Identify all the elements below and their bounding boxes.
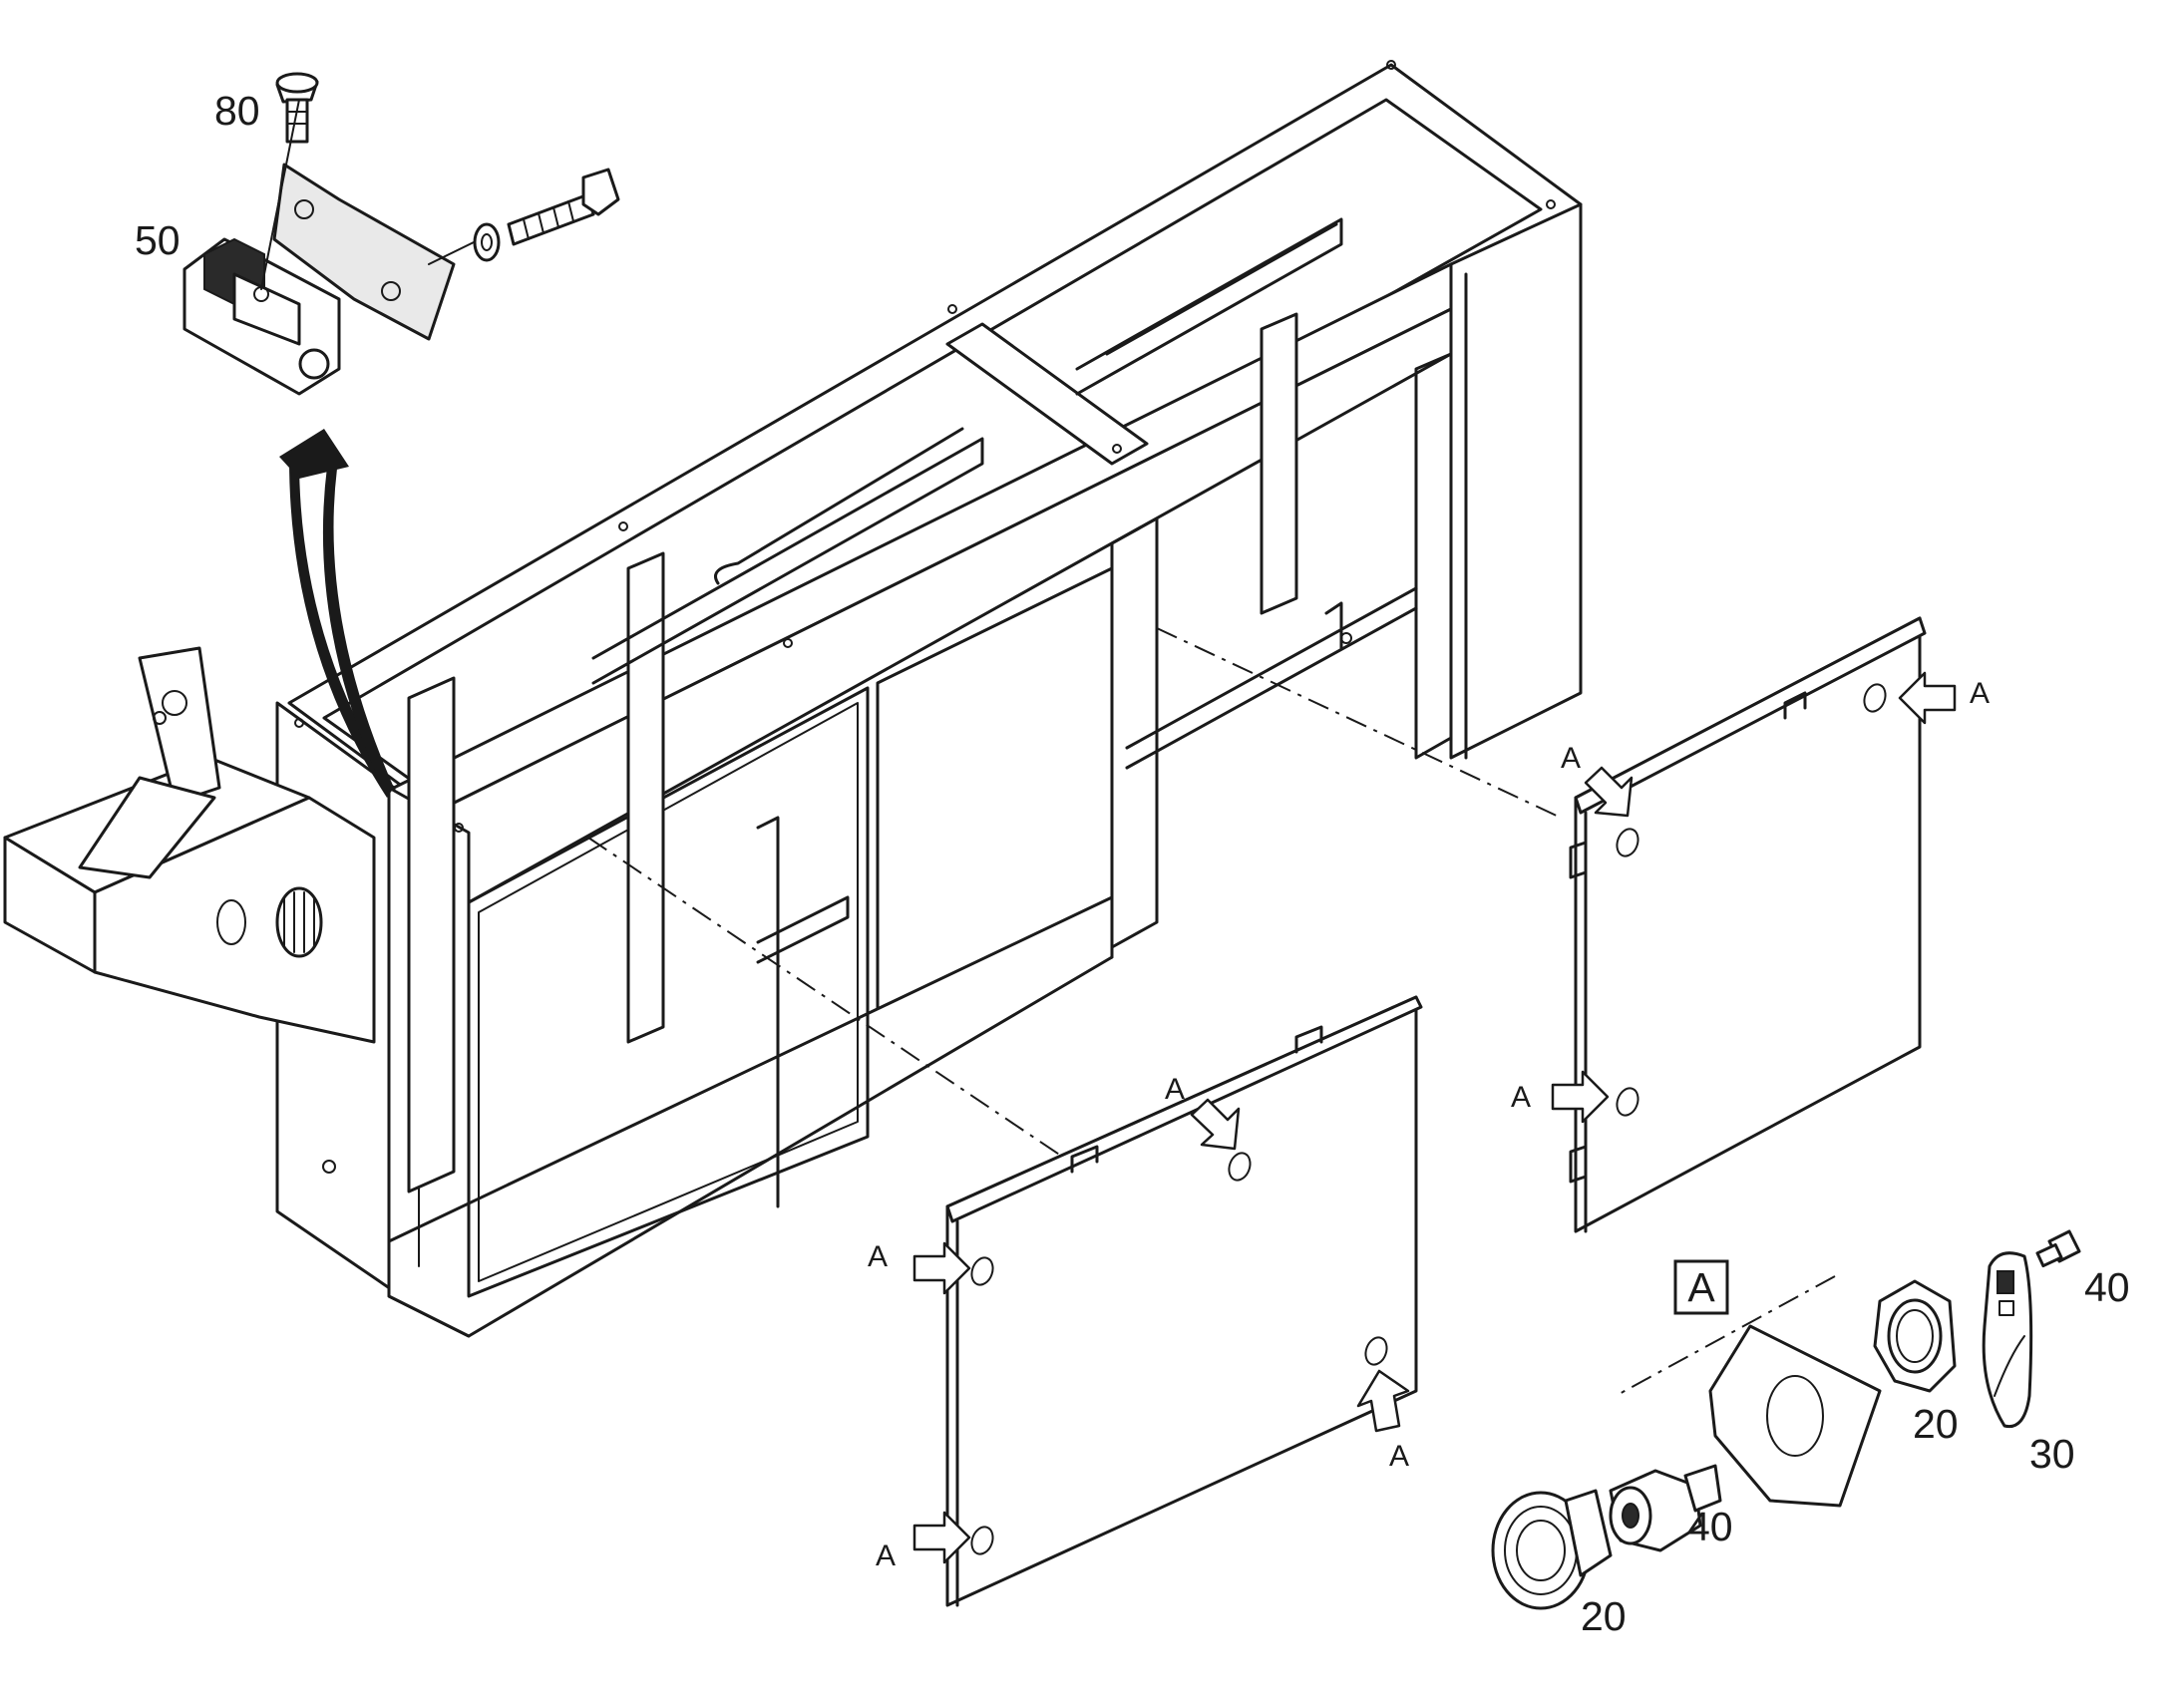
arrow-a-right-bottom: A xyxy=(1511,1070,1610,1124)
arrow-a-lower-left-bottom: A xyxy=(876,1511,971,1572)
svg-text:A: A xyxy=(868,1240,888,1273)
lock-cam xyxy=(1982,1251,2033,1429)
callout-20-right: 20 xyxy=(1913,1401,1959,1447)
lower-door-panel xyxy=(945,995,1423,1607)
svg-text:A: A xyxy=(1165,1073,1185,1106)
hinge-block xyxy=(182,237,341,396)
detail-a-lock: A xyxy=(1491,1229,2081,1610)
countersunk-screw xyxy=(275,72,319,144)
svg-text:A: A xyxy=(1687,1264,1715,1310)
callout-40-top: 40 xyxy=(2084,1264,2130,1310)
svg-text:A: A xyxy=(1561,742,1581,775)
arrow-a-right-top: A xyxy=(1898,671,1990,725)
svg-text:A: A xyxy=(1389,1440,1409,1473)
left-bracket-assembly xyxy=(3,646,376,1044)
arrow-a-lower-right: A xyxy=(1356,1369,1410,1473)
svg-text:A: A xyxy=(876,1539,896,1572)
detail-box: A xyxy=(1673,1259,1729,1315)
svg-text:A: A xyxy=(1511,1081,1531,1114)
hex-nut xyxy=(1873,1279,1957,1393)
arrow-a-lower-top: A xyxy=(1165,1073,1241,1151)
alignment-lines xyxy=(587,627,1836,1397)
arrow-a-lower-left-top: A xyxy=(868,1240,971,1295)
hinge-detail xyxy=(182,72,620,396)
callout-20-bottom: 20 xyxy=(1581,1593,1627,1639)
lock-housing xyxy=(1491,1489,1613,1610)
callout-80: 80 xyxy=(214,88,260,134)
right-door-panel xyxy=(1569,616,1927,1233)
callout-30: 30 xyxy=(2029,1431,2075,1477)
arrow-a-right-left: A xyxy=(1561,742,1634,818)
lock-cylinder xyxy=(1609,1464,1722,1552)
small-screw-top xyxy=(2035,1229,2081,1268)
arrow-indicators: A A A A A A A xyxy=(868,671,1990,1572)
callout-50: 50 xyxy=(135,217,181,263)
curved-arrow xyxy=(279,429,394,798)
callout-40-mid: 40 xyxy=(1687,1504,1733,1549)
callouts: 80 50 40 20 30 40 20 xyxy=(135,88,2130,1639)
hex-bolt xyxy=(473,168,620,262)
svg-text:A: A xyxy=(1970,677,1990,710)
